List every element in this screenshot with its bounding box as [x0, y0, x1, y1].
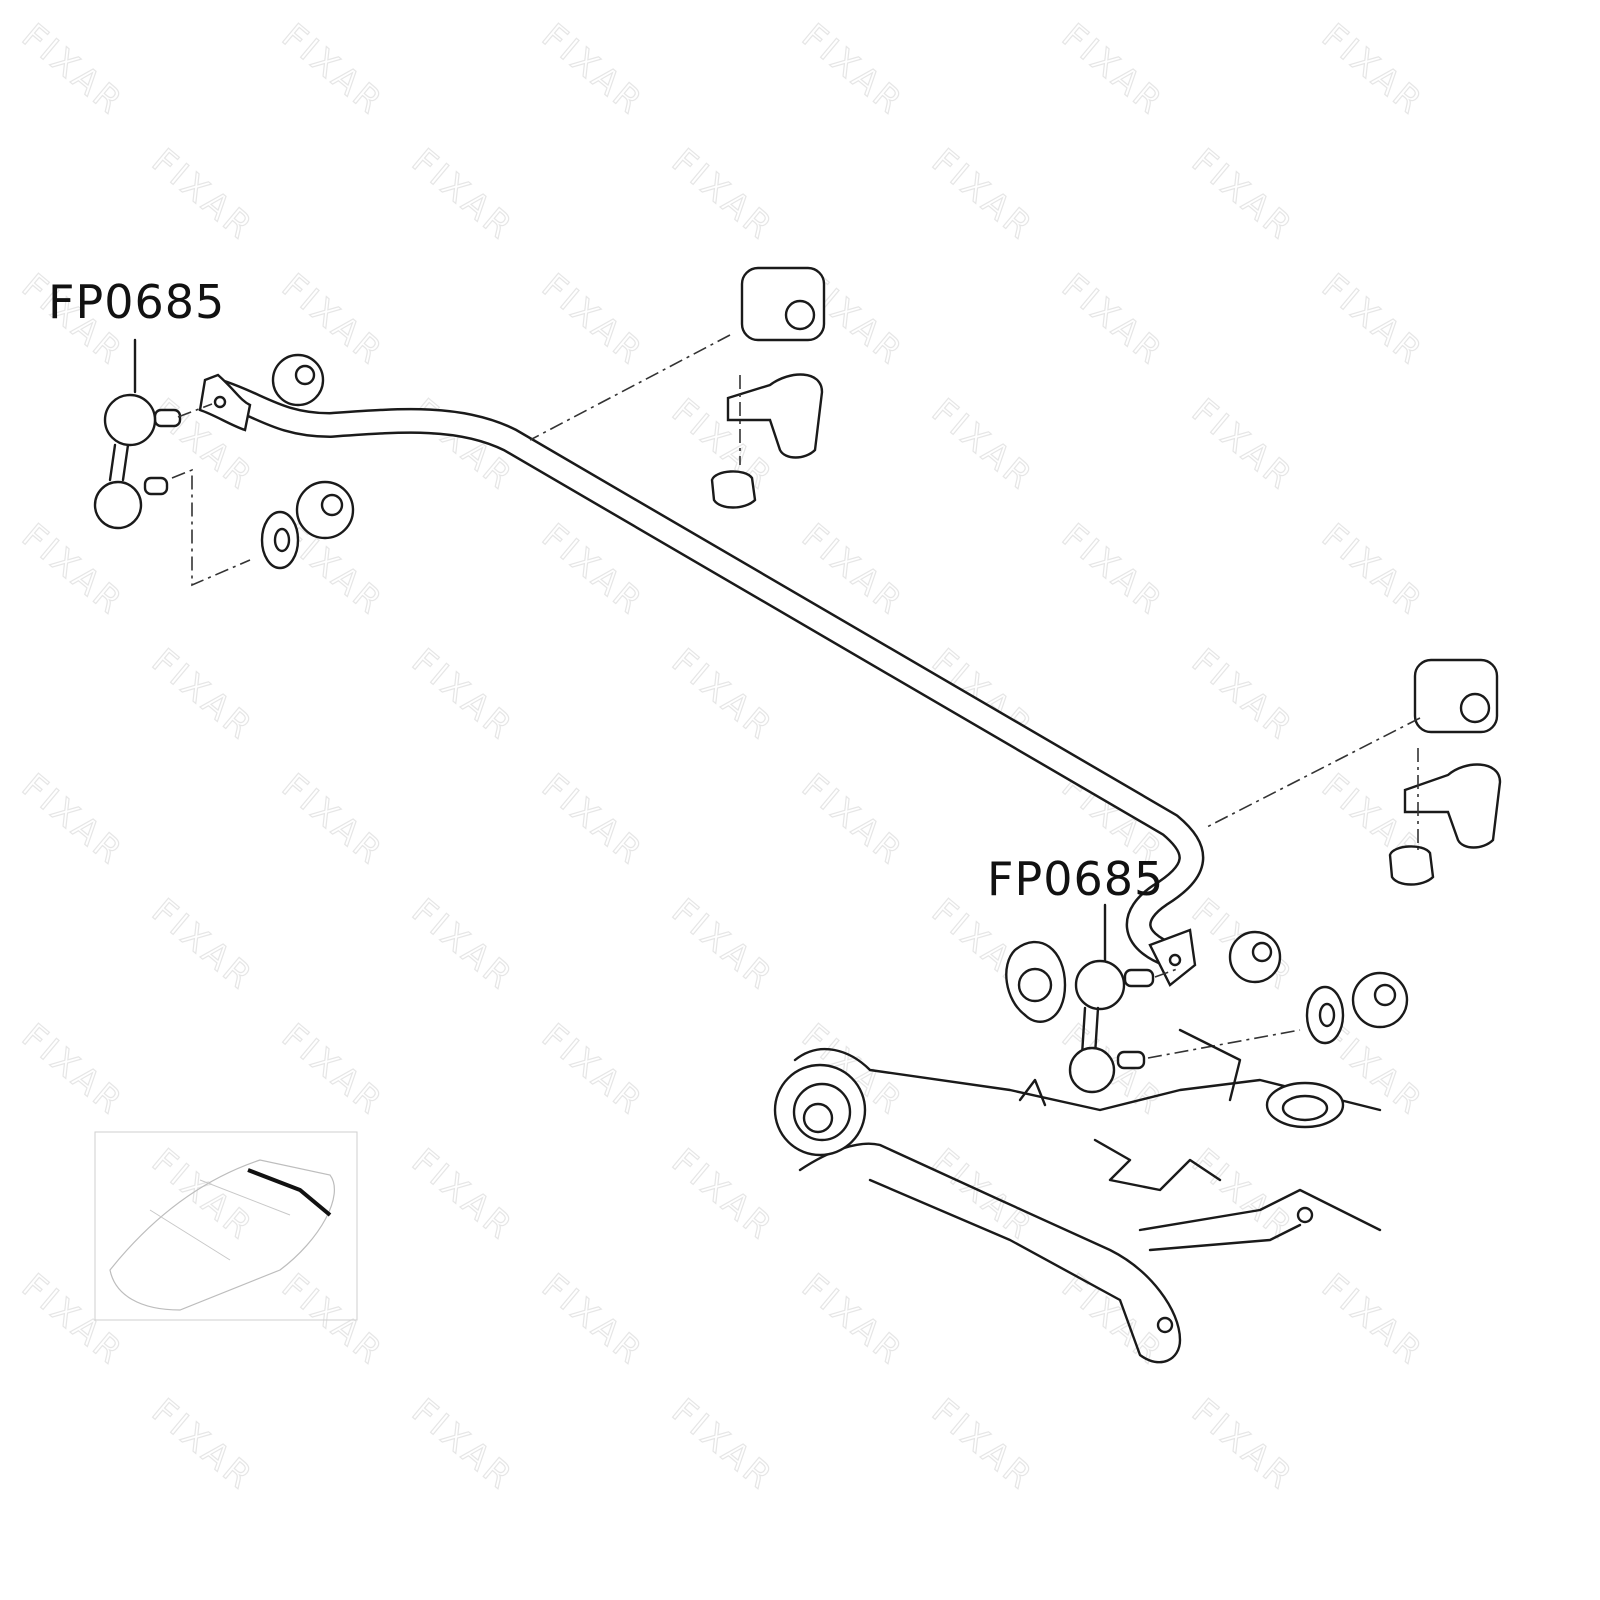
watermark-text: FIXAR: [274, 1016, 391, 1124]
watermark-text: FIXAR: [1184, 1391, 1301, 1499]
watermark-text: FIXAR: [1314, 16, 1431, 124]
watermark-text: FIXAR: [144, 1141, 261, 1249]
watermark-text: FIXAR: [794, 766, 911, 874]
watermark-text: FIXAR: [404, 141, 521, 249]
watermark-text: FIXAR: [924, 391, 1041, 499]
watermark-text: FIXAR: [1314, 516, 1431, 624]
watermark-text: FIXAR: [534, 16, 651, 124]
watermark-text: FIXAR: [404, 891, 521, 999]
watermark-text: FIXAR: [1054, 516, 1171, 624]
watermark-text: FIXAR: [14, 516, 131, 624]
watermark-text: FIXAR: [1314, 266, 1431, 374]
watermark-text: FIXAR: [404, 1141, 521, 1249]
watermark-text: FIXAR: [664, 641, 781, 749]
watermark-text: FIXAR: [144, 891, 261, 999]
watermark-text: FIXAR: [14, 16, 131, 124]
watermark-text: FIXAR: [14, 1016, 131, 1124]
bushings-right: [1005, 930, 1409, 1045]
subframe: [773, 1028, 1382, 1364]
watermark-text: FIXAR: [664, 891, 781, 999]
watermark-text: FIXAR: [534, 766, 651, 874]
watermark-text: FIXAR: [274, 766, 391, 874]
watermark-text: FIXAR: [404, 1391, 521, 1499]
watermark-text: FIXAR: [1184, 391, 1301, 499]
watermark-text: FIXAR: [144, 641, 261, 749]
watermark-text: FIXAR: [274, 16, 391, 124]
stabilizer-link-left: [93, 338, 251, 587]
bushings-left: [260, 353, 355, 570]
watermark-text: FIXAR: [1184, 141, 1301, 249]
watermark-text: FIXAR: [144, 1391, 261, 1499]
watermark-text: FIXAR: [404, 641, 521, 749]
part-number-label-left: FP0685: [48, 275, 226, 329]
watermark-text: FIXAR: [1054, 16, 1171, 124]
watermark-text: FIXAR: [924, 1391, 1041, 1499]
watermark-text: FIXAR: [534, 1016, 651, 1124]
stabilizer-bar: [198, 373, 1205, 987]
watermark-text: FIXAR: [924, 141, 1041, 249]
watermark-text: FIXAR: [144, 141, 261, 249]
watermark-text: FIXAR: [664, 141, 781, 249]
watermark-text: FIXAR: [1184, 641, 1301, 749]
part-number-label-right: FP0685: [987, 852, 1165, 906]
watermark-text: FIXAR: [534, 516, 651, 624]
watermark-text: FIXAR: [794, 16, 911, 124]
watermark-text: FIXAR: [794, 1266, 911, 1374]
watermark-text: FIXAR: [1314, 1266, 1431, 1374]
vehicle-location-inset: [94, 1131, 358, 1321]
watermark-text: FIXAR: [924, 1141, 1041, 1249]
watermark-text: FIXAR: [14, 766, 131, 874]
watermark-text: FIXAR: [534, 1266, 651, 1374]
stabilizer-link-right: [1068, 903, 1301, 1094]
bar-mount-right: [1204, 658, 1502, 886]
watermark-text: FIXAR: [664, 1141, 781, 1249]
watermark-text: FIXAR: [1054, 266, 1171, 374]
watermark-text: FIXAR: [664, 1391, 781, 1499]
watermark-text: FIXAR: [534, 266, 651, 374]
bar-mount-left: [529, 266, 826, 509]
